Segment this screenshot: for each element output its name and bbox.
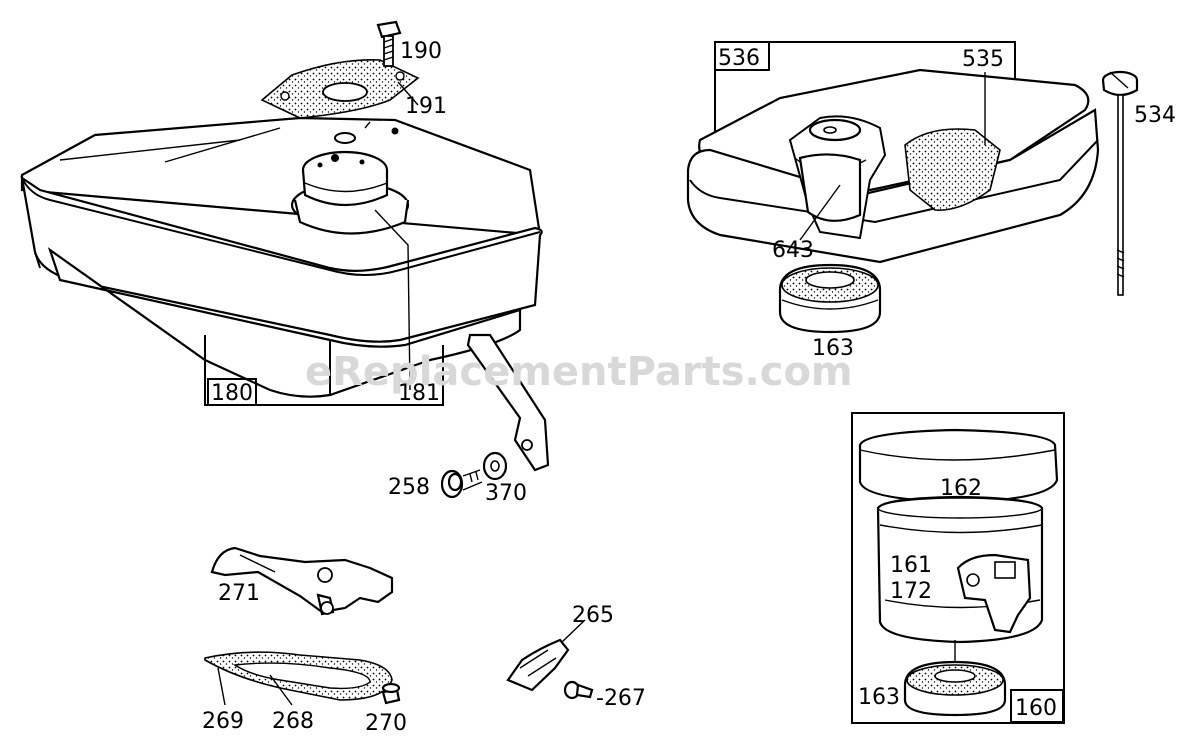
element-161-172 bbox=[876, 495, 1044, 644]
label-265: 265 bbox=[572, 603, 614, 628]
foam-ring-163-top bbox=[778, 263, 882, 334]
label-271: 271 bbox=[218, 581, 260, 606]
bolt-258 bbox=[440, 469, 483, 499]
screw-267 bbox=[563, 680, 594, 700]
label-163-top: 163 bbox=[812, 336, 854, 361]
label-270: 270 bbox=[365, 711, 407, 736]
label-162: 162 bbox=[940, 476, 982, 501]
clip-265 bbox=[506, 638, 570, 692]
box-160 bbox=[1010, 689, 1064, 723]
fuel-tank-180 bbox=[20, 116, 543, 398]
label-163-bottom: 163 bbox=[858, 685, 900, 710]
label-536: 536 bbox=[718, 46, 760, 71]
label-269: 269 bbox=[202, 709, 244, 734]
leader-191 bbox=[397, 81, 419, 106]
label-535: 535 bbox=[962, 47, 1004, 72]
washer-370 bbox=[482, 451, 508, 481]
label-190: 190 bbox=[400, 39, 442, 64]
plug-270 bbox=[381, 682, 401, 705]
label-172: 172 bbox=[890, 579, 932, 604]
cover-162 bbox=[858, 428, 1059, 504]
box-180 bbox=[207, 378, 257, 406]
label-267: -267 bbox=[596, 686, 646, 711]
air-cleaner-cover bbox=[686, 68, 1100, 264]
label-534: 534 bbox=[1134, 103, 1176, 128]
label-181: 181 bbox=[398, 381, 440, 406]
leader-643 bbox=[799, 184, 841, 241]
label-268: 268 bbox=[272, 709, 314, 734]
lever-271 bbox=[210, 546, 394, 616]
label-160: 160 bbox=[1015, 696, 1057, 721]
label-180: 180 bbox=[211, 381, 253, 406]
label-161: 161 bbox=[890, 553, 932, 578]
box-536 bbox=[714, 41, 770, 71]
dipstick-534 bbox=[1101, 70, 1139, 296]
label-370: 370 bbox=[485, 481, 527, 506]
foam-ring-163-bottom bbox=[903, 640, 1007, 717]
label-258: 258 bbox=[388, 475, 430, 500]
ref-bracket-536 bbox=[715, 41, 1016, 80]
label-643: 643 bbox=[772, 238, 814, 263]
tank-bracket bbox=[466, 333, 550, 472]
gasket-191 bbox=[260, 58, 420, 119]
ref-bracket-180 bbox=[204, 335, 444, 406]
leader-181 bbox=[374, 209, 411, 391]
watermark-text: eReplacementParts.com bbox=[305, 349, 853, 395]
leader-265 bbox=[561, 619, 586, 643]
box-assembly-160 bbox=[851, 412, 1065, 724]
screw-190 bbox=[376, 20, 402, 67]
gasket-268 bbox=[204, 651, 393, 701]
label-191: 191 bbox=[405, 94, 447, 119]
leaders-268-269 bbox=[217, 667, 293, 706]
